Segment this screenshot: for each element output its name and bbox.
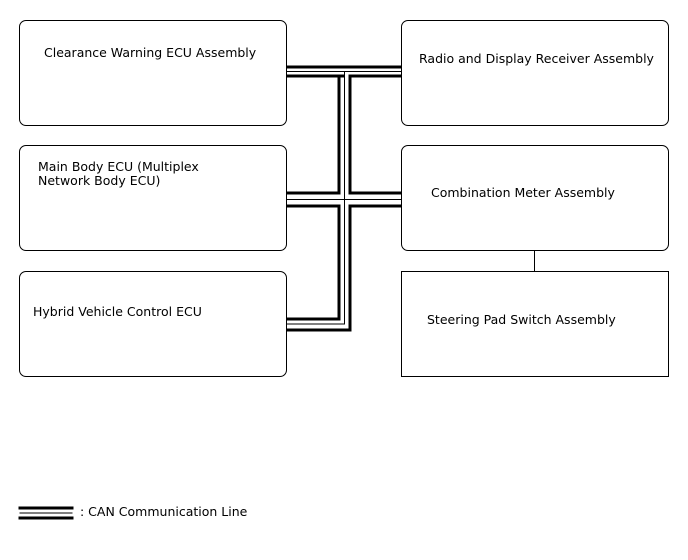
combination-meter-label: Combination Meter Assembly (431, 185, 615, 200)
clearance-warning-ecu-box: Clearance Warning ECU Assembly (19, 20, 287, 126)
clearance-warning-ecu-label: Clearance Warning ECU Assembly (44, 45, 257, 60)
radio-display-receiver-box: Radio and Display Receiver Assembly (401, 20, 669, 126)
main-body-ecu-box: Main Body ECU (Multiplex Network Body EC… (19, 145, 287, 251)
legend-can-line-label: : CAN Communication Line (80, 504, 248, 519)
steering-pad-switch-box: Steering Pad Switch Assembly (401, 271, 669, 377)
hybrid-vehicle-control-ecu-label: Hybrid Vehicle Control ECU (33, 304, 202, 319)
steering-pad-switch-label: Steering Pad Switch Assembly (427, 312, 616, 327)
main-body-ecu-label: Main Body ECU (Multiplex Network Body EC… (38, 159, 199, 188)
combination-meter-box: Combination Meter Assembly (401, 145, 669, 251)
hybrid-vehicle-control-ecu-box: Hybrid Vehicle Control ECU (19, 271, 287, 377)
radio-display-receiver-label: Radio and Display Receiver Assembly (419, 51, 654, 66)
